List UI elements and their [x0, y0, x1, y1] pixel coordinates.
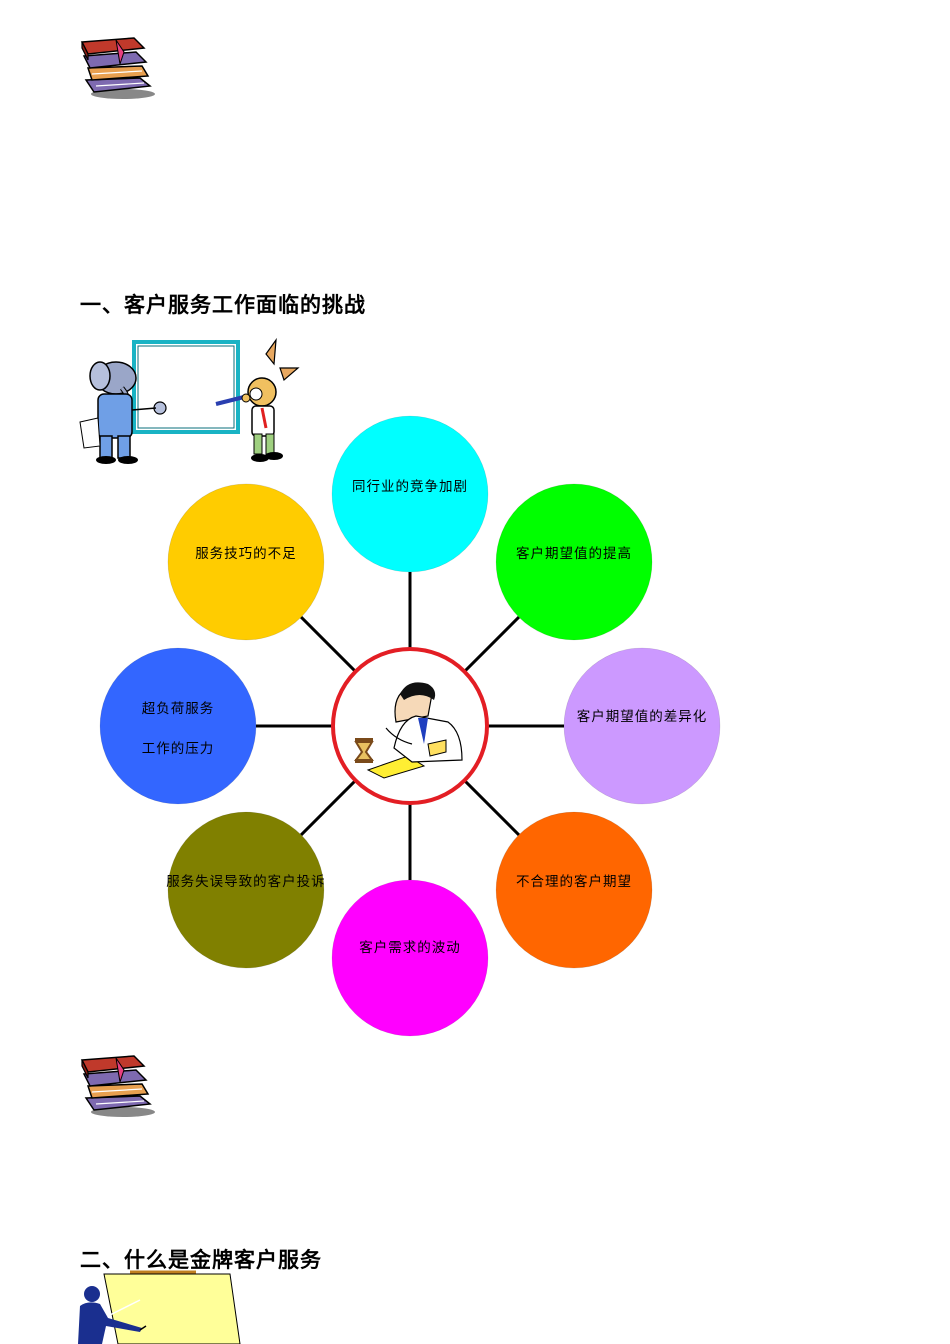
section-2-title: 二、什么是金牌客户服务	[80, 1248, 322, 1272]
diagram-spoke	[300, 616, 357, 673]
challenge-node-label: 超负荷服务	[141, 701, 215, 717]
challenge-node-circle	[563, 647, 721, 805]
stressed-worker-icon	[354, 682, 463, 779]
challenge-node-circle	[495, 483, 653, 641]
challenge-node-label: 客户需求的波动	[359, 940, 461, 956]
diagram-spoke	[463, 616, 520, 673]
challenge-node-circle	[167, 483, 325, 641]
section-1-title: 一、客户服务工作面临的挑战	[80, 293, 366, 317]
challenge-node-circle	[331, 415, 489, 573]
challenge-node-label: 同行业的竞争加剧	[352, 479, 468, 495]
challenge-node-label: 工作的压力	[141, 741, 215, 757]
challenge-node-label: 不合理的客户期望	[516, 874, 633, 890]
books-icon	[80, 37, 155, 99]
challenge-node-circle	[99, 647, 257, 805]
challenge-node-label: 客户期望值的差异化	[576, 709, 708, 725]
challenge-node-label: 服务失误导致的客户投诉	[166, 874, 326, 890]
diagram-spoke	[463, 779, 520, 836]
challenge-node-circle	[331, 879, 489, 1037]
challenge-node-circle	[167, 811, 325, 969]
challenge-node-label: 服务技巧的不足	[195, 546, 297, 562]
books-icon	[80, 1055, 155, 1117]
presenter-icon	[78, 1270, 241, 1344]
challenge-node-circle	[495, 811, 653, 969]
diagram-spoke	[300, 779, 357, 836]
challenge-node-label: 客户期望值的提高	[516, 546, 633, 562]
elephant-rabbit-whiteboard-icon	[79, 338, 300, 464]
